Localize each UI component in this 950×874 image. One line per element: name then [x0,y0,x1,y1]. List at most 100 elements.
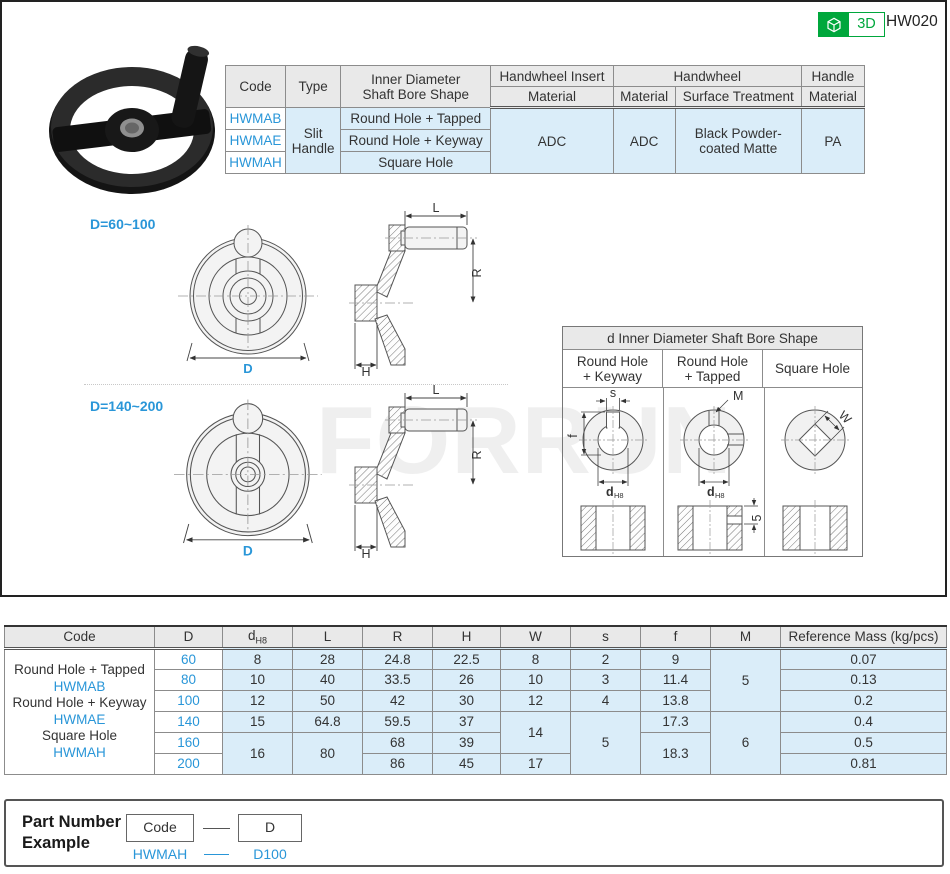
dim-label-dh8: d [707,485,715,499]
h-value: 45 [432,752,501,775]
r-value: 86 [362,752,433,775]
dim-label-dh8-sub: H8 [614,491,624,500]
part-number-d-slot: D [238,814,302,842]
part-number-dash [203,828,230,829]
part-number-code-slot: Code [126,814,194,842]
bore-cell-square: W [765,388,865,556]
spec-col-code: Code [224,65,287,108]
l-value: 40 [292,668,363,691]
dim-h-d: D [154,625,223,650]
spec-subcol-handle-material: Material [800,86,866,109]
spec-row: HWMAH Square Hole [224,151,865,174]
table-row: 160 16 80 68 39 18.3 0.5 [5,731,947,775]
spec-surface-value: Black Powder-coated Matte [674,107,802,174]
h-value: 30 [432,689,501,712]
spec-col-handle: Handle [800,65,866,87]
mass-value: 0.5 [780,731,947,754]
dim-code-cell: Round Hole + Tapped HWMAB Round Hole + K… [4,647,155,775]
mass-value: 0.81 [780,752,947,775]
spec-col-type: Type [285,65,342,108]
w-value: 10 [500,668,571,691]
d-value[interactable]: 140 [154,710,223,733]
d-value[interactable]: 200 [154,752,223,775]
badge-3d-label: 3D [857,16,876,32]
l-value: 28 [292,647,363,670]
h-value: 37 [432,710,501,733]
r-value: 68 [362,731,433,754]
part-number-example-code: HWMAH [132,846,188,862]
code-link-hwmah[interactable]: HWMAH [224,151,287,174]
bore-cell-tapped: M d H8 [664,388,765,556]
drawing-separator [84,384,508,385]
view-3d-badge[interactable]: 3D [818,12,885,37]
spec-subcol-hw-material: Material [612,86,676,109]
d-value[interactable]: 60 [154,647,223,670]
h-value: 26 [432,668,501,691]
d-value[interactable]: 100 [154,689,223,712]
s-value: 3 [570,668,641,691]
dim-h-w: W [500,625,571,650]
spec-handle-material-value: PA [800,107,866,174]
bore-col-square: Square Hole [774,361,851,376]
dim-h-code: Code [4,625,155,650]
dim-h-l: L [292,625,363,650]
d-value[interactable]: 80 [154,668,223,691]
dim-label-h: H [361,365,370,379]
r-value: 24.8 [362,647,433,670]
dim-label-dh8-sub: H8 [715,491,725,500]
r-value: 33.5 [362,668,433,691]
drawing-front-view-small: D [178,225,318,376]
code-link-hwmae[interactable]: HWMAE [224,129,287,152]
spec-bore-value: Square Hole [340,151,492,174]
page-frame [0,0,947,597]
dim-label-d: D [243,544,253,559]
dim-label-d: D [243,361,252,376]
spec-subcol-surface: Surface Treatment [674,86,802,109]
spec-bore-value: Round Hole + Tapped [340,107,492,130]
dim-label-l: L [433,383,440,397]
drawing-front-view-large: D [174,399,322,559]
spec-subcol-insert-material: Material [490,86,614,109]
r-value: 42 [362,689,433,712]
dim-label-f: f [566,434,580,438]
h-value: 22.5 [432,647,501,670]
s-value: 4 [570,689,641,712]
dh8-value: 16 [222,731,293,775]
spec-col-bore: Inner Diameter Shaft Bore Shape [340,65,492,108]
bore-shape-table: d Inner Diameter Shaft Bore Shape Round … [562,326,863,557]
m-value: 5 [710,647,781,712]
part-number-example-value: D100 [253,846,287,862]
code-link-hwmab[interactable]: HWMAB [224,107,287,130]
d-value[interactable]: 160 [154,731,223,754]
drawing-side-view-small: L R H [349,201,484,379]
spec-type-value: Slit Handle [285,107,342,174]
l-value: 64.8 [292,710,363,733]
dim-h-m: M [710,625,781,650]
table-row: 200 86 45 17 0.81 [5,752,947,775]
mass-value: 0.4 [780,710,947,733]
bore-drawing-keyway: s f d H8 [566,386,647,555]
dimension-table: Code D dH8 L R H W s f M Reference Mass … [4,625,947,775]
f-value: 9 [640,647,711,670]
spec-bore-value: Round Hole + Keyway [340,129,492,152]
dh8-value: 12 [222,689,293,712]
spec-row: HWMAB Slit Handle Round Hole + Tapped AD… [224,107,866,174]
dim-h-mass: Reference Mass (kg/pcs) [780,625,947,650]
dim-label-depth: 5 [750,514,764,521]
spec-row: HWMAE Round Hole + Keyway [224,129,865,152]
w-value: 14 [500,710,571,754]
drawing-side-view-large: L R H [349,383,484,561]
w-value: 17 [500,752,571,775]
dim-label-s: s [610,386,616,400]
page-title-model-code: HW020 [886,13,938,30]
bore-col-tapped: Round Hole + Tapped [663,350,763,387]
part-number-example-title: Part Number Example [22,813,122,852]
table-row: 140 15 64.8 59.5 37 14 5 17.3 6 0.4 [5,710,947,775]
dim-label-l: L [433,201,440,215]
f-value: 17.3 [640,710,711,733]
dh8-value: 10 [222,668,293,691]
l-value: 80 [292,731,363,775]
s-value: 5 [570,710,641,775]
size-range-label-large: D=140~200 [90,398,164,414]
